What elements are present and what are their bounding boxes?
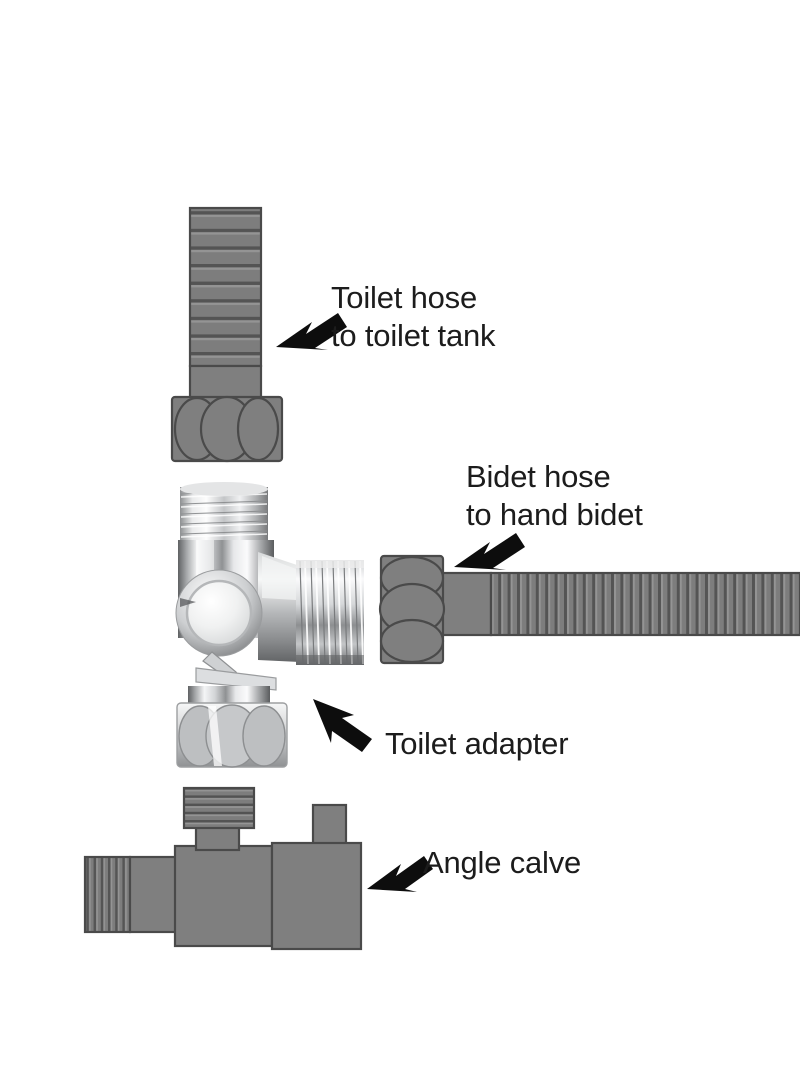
adapter-bottom-hex-nut xyxy=(176,702,288,768)
angle-valve-inlet-thread xyxy=(83,855,132,934)
adapter-diverter-knob[interactable] xyxy=(175,569,263,657)
angle-valve-arrow-icon xyxy=(367,856,433,892)
callout-label-toilet-adapter: Toilet adapter xyxy=(385,725,569,763)
toilet-adapter-part xyxy=(175,482,364,768)
adapter-top-thread xyxy=(180,482,268,543)
toilet-hose-part xyxy=(170,206,284,463)
callout-line-2: to toilet tank xyxy=(331,318,496,353)
bidet-hose-hex-nut xyxy=(378,554,446,665)
bidet-hose-part xyxy=(378,554,800,665)
callout-label-angle-valve: Angle calve xyxy=(423,844,581,882)
angle-valve-handle-cap[interactable] xyxy=(182,786,256,830)
angle-valve-outlet-spigot xyxy=(311,803,348,849)
adapter-side-thread xyxy=(296,560,364,665)
callout-line-1: Angle calve xyxy=(423,845,582,880)
bidet-hose-arrow-icon xyxy=(454,533,525,570)
toilet-hose-hex-nut xyxy=(170,395,284,463)
callout-line-1: Bidet hose xyxy=(466,459,611,494)
angle-valve-body xyxy=(173,844,274,948)
callout-line-2: to hand bidet xyxy=(466,497,643,532)
angle-valve-part xyxy=(83,786,363,951)
callout-line-1: Toilet adapter xyxy=(385,726,569,761)
callout-line-1: Toilet hose xyxy=(331,280,478,315)
toilet-adapter-arrow-icon xyxy=(313,699,372,752)
toilet-hose-arrow-icon xyxy=(276,313,347,350)
toilet-hose-ribbed-section xyxy=(188,206,263,368)
angle-valve-outlet-block xyxy=(270,841,363,951)
bidet-hose-ribbed-section xyxy=(489,571,800,637)
